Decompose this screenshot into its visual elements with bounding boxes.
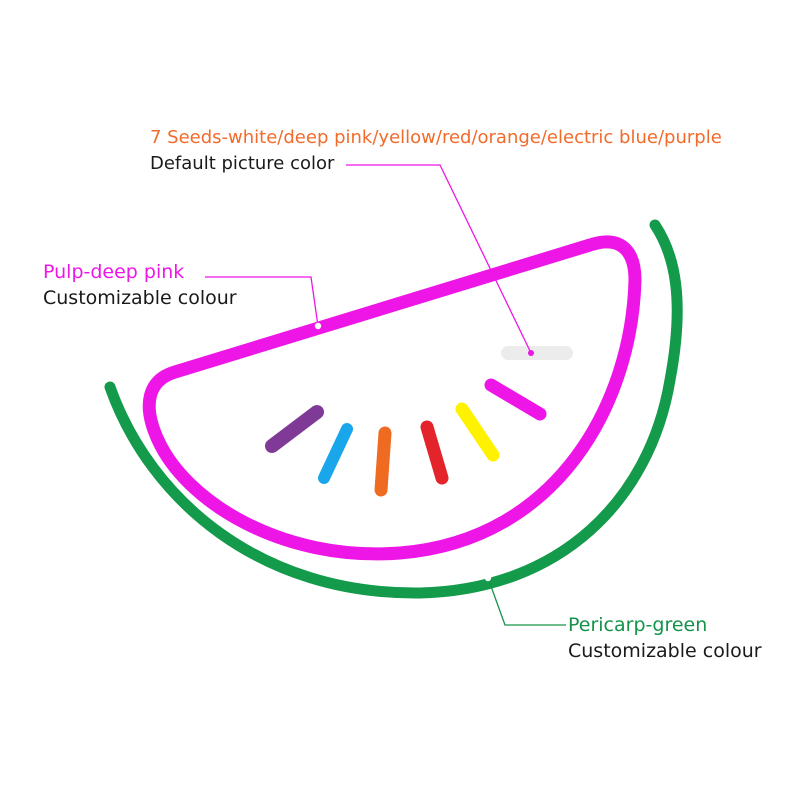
pericarp-leader-line: [487, 577, 566, 626]
pericarp-annotation-title: Pericarp-green: [568, 614, 708, 636]
seed-orange: [374, 426, 392, 497]
seed-deep-pink: [484, 378, 547, 421]
pulp-leader-dot: [314, 322, 322, 330]
seeds-group: [265, 346, 573, 497]
seeds-annotation-subtitle: Default picture color: [150, 153, 335, 174]
seeds-annotation: 7 Seeds-white/deep pink/yellow/red/orang…: [150, 125, 722, 177]
pulp-annotation: Pulp-deep pink Customizable colour: [43, 259, 237, 311]
pericarp-annotation: Pericarp-green Customizable colour: [568, 612, 762, 664]
pericarp-rind: [104, 219, 683, 599]
leader-lines: [205, 164, 566, 626]
pericarp-annotation-subtitle: Customizable colour: [568, 640, 762, 662]
pulp-leader-line: [205, 276, 319, 327]
seed-red: [420, 420, 449, 485]
seed-electric-blue: [318, 423, 353, 484]
pulp-annotation-title: Pulp-deep pink: [43, 261, 185, 283]
seeds-annotation-title: 7 Seeds-white/deep pink/yellow/red/orang…: [150, 127, 722, 148]
pericarp-leader-dot: [484, 574, 492, 582]
seed-yellow: [455, 402, 500, 462]
pulp-annotation-subtitle: Customizable colour: [43, 287, 237, 309]
pulp-outline: [142, 235, 642, 561]
seeds-leader-line: [346, 164, 532, 354]
seed-purple: [265, 405, 324, 453]
seeds-leader-dot: [528, 350, 534, 356]
